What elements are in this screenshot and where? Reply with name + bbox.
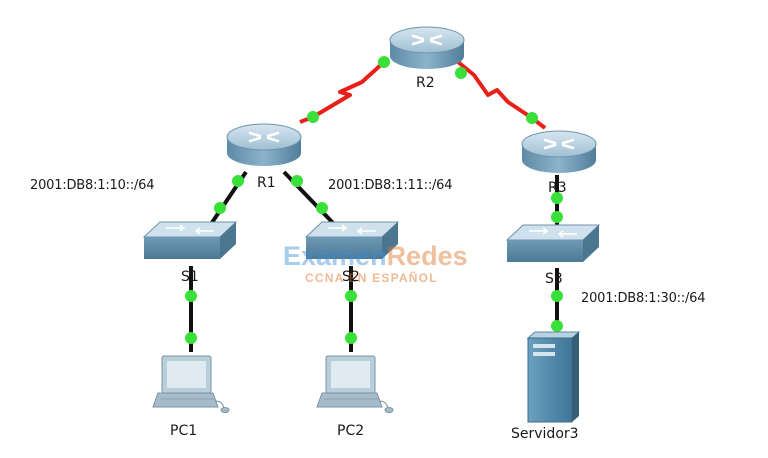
watermark-brand-part1: Examen (283, 241, 387, 271)
router-icon (226, 123, 302, 166)
port-status-dot (214, 202, 226, 214)
device-label-r2: R2 (416, 75, 435, 91)
watermark-logo: ExamenRedes (283, 241, 468, 272)
device-label-pc2: PC2 (337, 423, 365, 439)
port-status-dot (378, 56, 390, 68)
router-r1[interactable] (226, 123, 302, 166)
port-status-dot (316, 202, 328, 214)
port-status-dot (291, 175, 303, 187)
switch-s2[interactable] (304, 221, 400, 259)
port-status-dot (185, 332, 197, 344)
device-label-s3: S3 (545, 271, 563, 287)
server-icon (526, 331, 581, 423)
port-status-dot (526, 112, 538, 124)
router-r2[interactable] (389, 26, 465, 69)
switch-icon (142, 221, 238, 259)
device-label-servidor3: Servidor3 (511, 426, 579, 442)
pc-icon (152, 355, 230, 413)
router-icon (521, 130, 597, 173)
watermark-brand-part2: Redes (386, 241, 468, 271)
port-status-dot (232, 175, 244, 187)
router-icon (389, 26, 465, 69)
port-status-dot (551, 290, 563, 302)
pc-pc1[interactable] (152, 355, 230, 413)
port-status-layer (185, 56, 563, 344)
port-status-dot (551, 320, 563, 332)
device-label-pc1: PC1 (170, 423, 198, 439)
port-status-dot (307, 111, 319, 123)
device-label-r3: R3 (548, 180, 567, 196)
port-status-dot (455, 67, 467, 79)
port-status-dot (551, 211, 563, 223)
device-label-r1: R1 (257, 175, 276, 191)
server-servidor3[interactable] (526, 331, 581, 423)
network-label-r1-s1: 2001:DB8:1:10::/64 (30, 178, 155, 193)
device-label-s2: S2 (342, 269, 360, 285)
port-status-dot (345, 332, 357, 344)
network-label-r1-s2: 2001:DB8:1:11::/64 (328, 178, 453, 193)
network-label-r3-s3: 2001:DB8:1:30::/64 (581, 291, 706, 306)
pc-icon (316, 355, 394, 413)
router-r3[interactable] (521, 130, 597, 173)
port-status-dot (551, 192, 563, 204)
switch-icon (304, 221, 400, 259)
switch-icon (505, 224, 601, 262)
port-status-dot (185, 290, 197, 302)
port-status-dot (345, 290, 357, 302)
links-layer (189, 60, 559, 352)
switch-s1[interactable] (142, 221, 238, 259)
switch-s3[interactable] (505, 224, 601, 262)
pc-pc2[interactable] (316, 355, 394, 413)
watermark-tagline: CCNA EN ESPAÑOL (305, 271, 438, 285)
device-label-s1: S1 (181, 269, 199, 285)
